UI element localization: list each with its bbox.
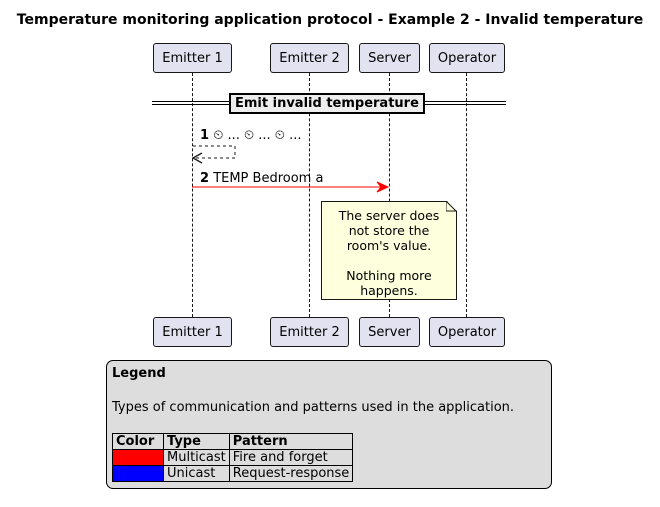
participant-emitter-2-bottom: Emitter 2 xyxy=(270,317,349,347)
lifeline-emitter-2 xyxy=(309,73,310,317)
legend-swatch-blue xyxy=(112,465,164,482)
participant-server-top: Server xyxy=(359,43,420,73)
legend-pattern: Fire and forget xyxy=(228,449,354,466)
legend-header-row: Color Type Pattern xyxy=(112,433,354,450)
legend-box: Legend Types of communication and patter… xyxy=(106,360,552,489)
lifeline-operator xyxy=(466,73,467,317)
server-note: The server does not store the room's val… xyxy=(321,201,457,300)
participant-emitter-1-bottom: Emitter 1 xyxy=(153,317,232,347)
message-2-arrow xyxy=(192,181,390,193)
note-line-4 xyxy=(322,253,456,268)
message-2-arrowhead xyxy=(376,181,390,193)
legend-row: Unicast Request-response xyxy=(112,465,354,482)
note-fold-icon xyxy=(446,201,457,212)
message-1-arrowhead xyxy=(191,152,203,164)
note-line-5: Nothing more xyxy=(346,268,432,283)
legend-swatch-red xyxy=(112,449,164,466)
note-line-6: happens. xyxy=(360,283,418,298)
lifeline-emitter-1 xyxy=(192,73,193,317)
message-2-text: TEMP Bedroom a xyxy=(213,171,324,186)
message-1-arrow xyxy=(191,145,236,164)
legend-header-type: Type xyxy=(163,433,230,450)
participant-operator-bottom: Operator xyxy=(429,317,505,347)
participant-emitter-1-top: Emitter 1 xyxy=(153,43,232,73)
legend-header-pattern: Pattern xyxy=(228,433,354,450)
lifeline-server xyxy=(389,73,390,317)
note-line-2: not store the xyxy=(348,223,430,238)
note-line-3: room's value. xyxy=(346,238,432,253)
legend-table: Color Type Pattern Multicast Fire and fo… xyxy=(112,433,354,482)
message-2-number: 2 xyxy=(200,171,210,186)
legend-header-color: Color xyxy=(112,433,164,450)
participant-server-bottom: Server xyxy=(359,317,420,347)
legend-type: Multicast xyxy=(163,449,230,466)
participant-emitter-2-top: Emitter 2 xyxy=(270,43,349,73)
legend-title: Legend xyxy=(112,366,166,381)
message-1-number: 1 xyxy=(200,128,210,143)
note-line-1: The server does xyxy=(338,208,440,223)
participant-operator-top: Operator xyxy=(429,43,505,73)
divider-label: Emit invalid temperature xyxy=(229,93,425,114)
legend-description: Types of communication and patterns used… xyxy=(112,400,515,415)
message-1-label: 1 ⏲ ... ⏲ ... ⏲ ... xyxy=(200,128,301,143)
message-1-text: ⏲ ... ⏲ ... ⏲ ... xyxy=(213,128,302,143)
message-2-label: 2 TEMP Bedroom a xyxy=(200,171,323,186)
legend-pattern: Request-response xyxy=(228,465,354,482)
legend-type: Unicast xyxy=(163,465,230,482)
message-1-line xyxy=(193,145,236,159)
diagram-title: Temperature monitoring application proto… xyxy=(16,12,644,28)
legend-row: Multicast Fire and forget xyxy=(112,449,354,466)
